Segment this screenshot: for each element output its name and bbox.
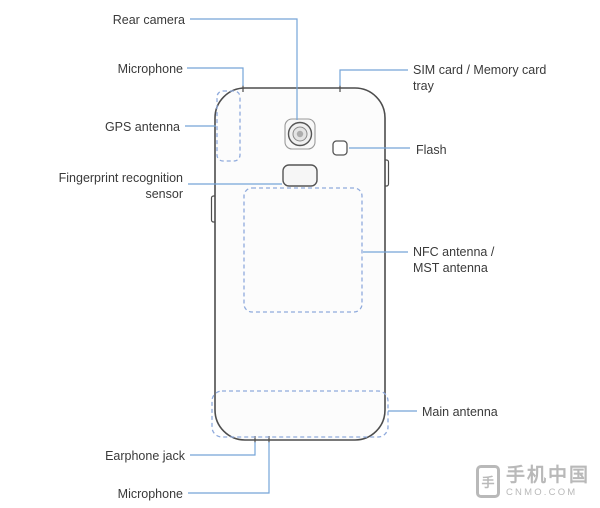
watermark-text: 手机中国 CNMO.COM — [506, 465, 590, 498]
phone-body-outline — [214, 87, 386, 441]
watermark-site: CNMO.COM — [505, 487, 578, 498]
label-flash: Flash — [416, 143, 447, 157]
watermark-brand: 手机中国 — [505, 465, 590, 486]
earphone-jack-callout-line — [190, 442, 256, 456]
flash-icon — [332, 140, 348, 156]
sim-tray-callout-line — [339, 69, 408, 86]
label-earphone-jack: Earphone jack — [105, 449, 185, 463]
microphone-bottom-callout-line — [188, 442, 270, 494]
nfc-antenna-area — [243, 187, 363, 313]
fingerprint-sensor-shape — [282, 164, 318, 187]
gps-antenna-area — [216, 90, 241, 162]
label-microphone-top: Microphone — [117, 62, 183, 76]
watermark: 手 手机中国 CNMO.COM — [475, 465, 590, 498]
rear-camera-lens-center — [296, 130, 304, 138]
main-antenna-area — [211, 390, 389, 438]
label-sim-card-tray: SIM card / Memory card tray — [413, 63, 547, 93]
label-rear-camera: Rear camera — [112, 13, 185, 27]
watermark-phone-icon: 手 — [475, 465, 500, 498]
label-main-antenna: Main antenna — [422, 405, 498, 419]
label-gps-antenna: GPS antenna — [104, 120, 180, 134]
rear-camera-callout-line — [190, 18, 298, 120]
label-microphone-bottom: Microphone — [117, 487, 183, 501]
label-nfc-antenna: NFC antenna / MST antenna — [413, 245, 495, 275]
microphone-top-callout-line — [187, 67, 244, 86]
label-fingerprint-sensor: Fingerprint recognition sensor — [58, 171, 183, 201]
